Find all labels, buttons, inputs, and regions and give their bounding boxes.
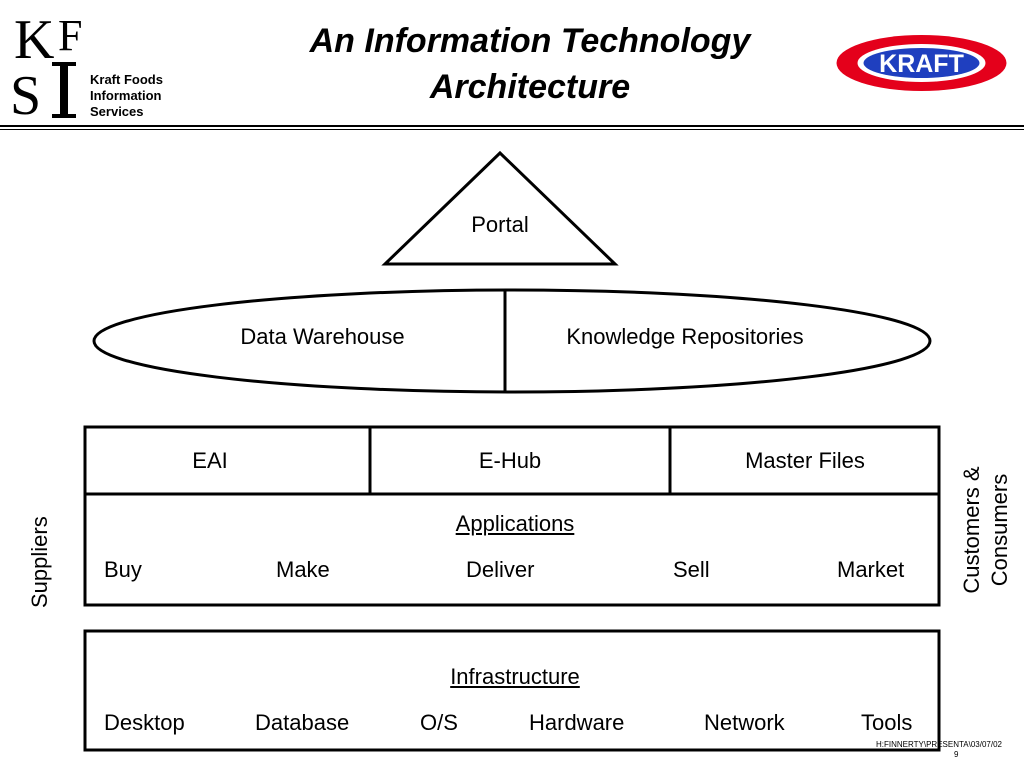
portal-triangle <box>381 150 619 266</box>
org-name-line3: Services <box>90 104 144 119</box>
master-files-label: Master Files <box>745 448 865 473</box>
repositories-ellipse <box>92 288 932 394</box>
application-item-buy: Buy <box>104 557 142 582</box>
title-line2: Architecture <box>429 68 631 106</box>
architecture-diagram <box>83 150 941 752</box>
suppliers-label: Suppliers <box>27 516 52 608</box>
footer-file-path: H:FINNERTY\PRESENTA\03/07/02 9 <box>876 740 1024 760</box>
infrastructure-item-desktop: Desktop <box>104 710 185 735</box>
svg-text:S: S <box>10 65 41 122</box>
customers-line2: Consumers <box>987 473 1012 587</box>
customers-consumers-label: Customers & Consumers <box>958 450 1014 610</box>
svg-text:K: K <box>14 9 54 71</box>
title-line1: An Information Technology <box>309 22 751 60</box>
infrastructure-item-database: Database <box>255 710 350 735</box>
infrastructure-item-hardware: Hardware <box>529 710 625 735</box>
page-title: An Information Technology Architecture <box>240 18 820 110</box>
infrastructure-item-network: Network <box>704 710 785 735</box>
eai-label: EAI <box>192 448 228 473</box>
kraft-logo: KRAFT <box>836 35 1007 91</box>
header-divider <box>0 125 1024 127</box>
portal-label: Portal <box>471 212 529 237</box>
infrastructure-item-os: O/S <box>420 710 458 735</box>
svg-text:KRAFT: KRAFT <box>879 50 964 78</box>
application-item-deliver: Deliver <box>466 557 535 582</box>
kfis-logo: K F S <box>10 9 82 122</box>
applications-box <box>83 492 941 607</box>
org-name-line2: Information <box>90 88 162 103</box>
infrastructure-title: Infrastructure <box>450 664 580 689</box>
infrastructure-box <box>83 629 941 752</box>
data-warehouse-label: Data Warehouse <box>240 324 405 349</box>
infrastructure-item-tools: Tools <box>861 710 913 735</box>
customers-line1: Customers & <box>959 466 984 594</box>
footer-path-line2: 9 <box>954 750 959 759</box>
e-hub-label: E-Hub <box>478 448 542 473</box>
applications-title: Applications <box>455 511 575 536</box>
org-name-line1: Kraft Foods <box>90 72 163 87</box>
org-name: Kraft Foods Information Services <box>90 72 200 120</box>
knowledge-repositories-label: Knowledge Repositories <box>566 324 804 349</box>
application-item-sell: Sell <box>673 557 710 582</box>
application-item-make: Make <box>276 557 330 582</box>
application-item-market: Market <box>837 557 905 582</box>
header-divider-thin <box>0 129 1024 130</box>
svg-text:F: F <box>58 11 82 60</box>
footer-path-line1: H:FINNERTY\PRESENTA\03/07/02 <box>876 740 1002 749</box>
